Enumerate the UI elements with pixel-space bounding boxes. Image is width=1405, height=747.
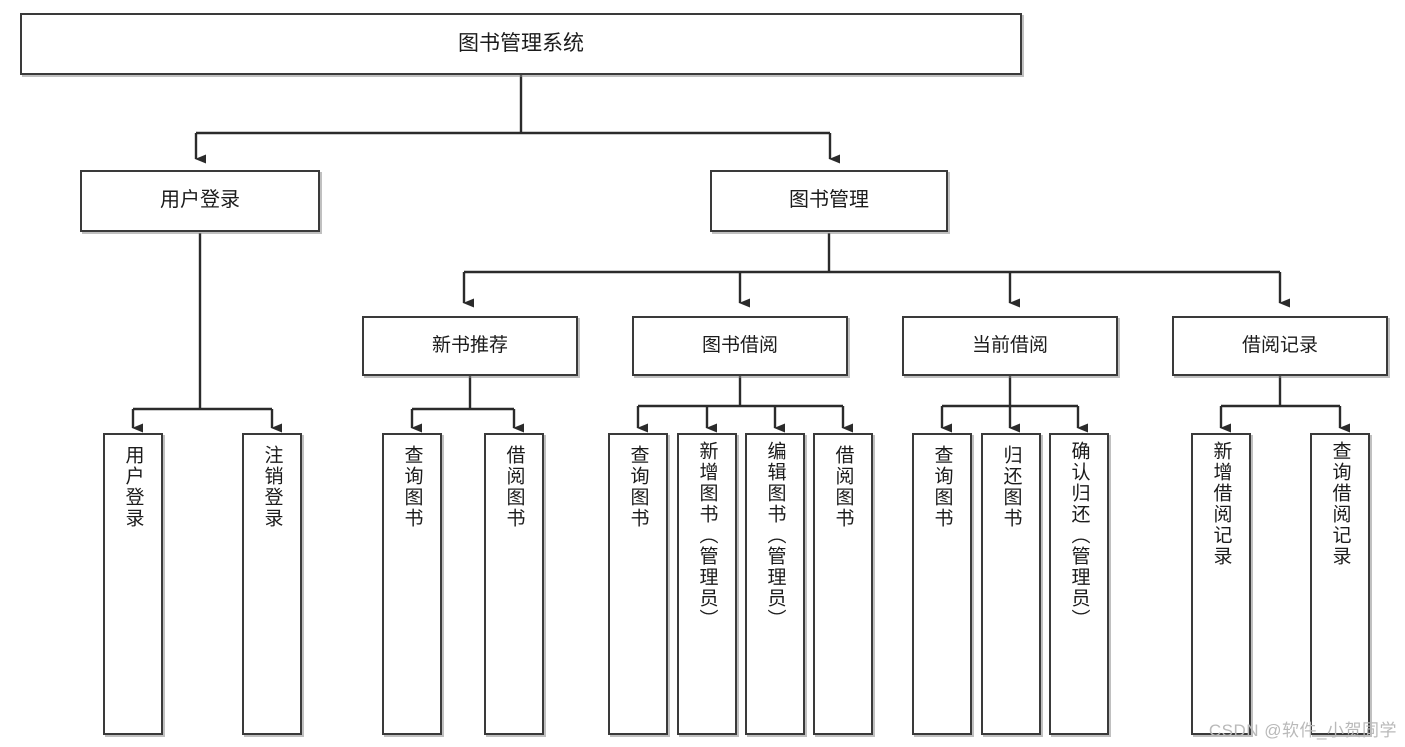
node-book-manage[interactable]: 图书管理 bbox=[710, 170, 948, 232]
leaf-query-book-2[interactable]: 查询图书 bbox=[608, 433, 668, 735]
leaf-return-book-label: 归还图书 bbox=[1000, 445, 1022, 529]
csdn-watermark: CSDN @软件_小贺同学 bbox=[1208, 721, 1397, 740]
node-user-login-label: 用户登录 bbox=[160, 189, 240, 212]
node-current-borrow-label: 当前借阅 bbox=[971, 334, 1048, 356]
leaf-add-book[interactable]: 新增图书（管理员） bbox=[677, 433, 737, 735]
leaf-borrow-book-2[interactable]: 借阅图书 bbox=[813, 433, 873, 735]
leaf-borrow-book-1[interactable]: 借阅图书 bbox=[484, 433, 544, 735]
node-current-borrow[interactable]: 当前借阅 bbox=[902, 316, 1118, 376]
leaf-query-book-1[interactable]: 查询图书 bbox=[382, 433, 442, 735]
leaf-query-record[interactable]: 查询借阅记录 bbox=[1310, 433, 1370, 735]
node-new-book-rec-label: 新书推荐 bbox=[431, 334, 508, 356]
leaf-borrow-book-2-label: 借阅图书 bbox=[832, 445, 854, 529]
leaf-query-record-label: 查询借阅记录 bbox=[1329, 441, 1351, 567]
leaf-logout-label: 注销登录 bbox=[261, 445, 283, 529]
node-user-login[interactable]: 用户登录 bbox=[80, 170, 320, 232]
leaf-borrow-book-1-label: 借阅图书 bbox=[503, 445, 525, 529]
node-book-borrow[interactable]: 图书借阅 bbox=[632, 316, 848, 376]
node-root-label: 图书管理系统 bbox=[458, 31, 584, 55]
node-new-book-rec[interactable]: 新书推荐 bbox=[362, 316, 578, 376]
leaf-edit-book[interactable]: 编辑图书（管理员） bbox=[745, 433, 805, 735]
node-borrow-record-label: 借阅记录 bbox=[1241, 334, 1318, 356]
node-root[interactable]: 图书管理系统 bbox=[20, 13, 1022, 75]
leaf-add-book-label: 新增图书（管理员） bbox=[696, 441, 718, 630]
leaf-add-record[interactable]: 新增借阅记录 bbox=[1191, 433, 1251, 735]
leaf-user-login[interactable]: 用户登录 bbox=[103, 433, 163, 735]
leaf-query-book-2-label: 查询图书 bbox=[627, 445, 649, 529]
node-book-manage-label: 图书管理 bbox=[789, 189, 869, 212]
leaf-add-record-label: 新增借阅记录 bbox=[1210, 441, 1232, 567]
node-borrow-record[interactable]: 借阅记录 bbox=[1172, 316, 1388, 376]
leaf-confirm-return[interactable]: 确认归还（管理员） bbox=[1049, 433, 1109, 735]
leaf-query-book-3[interactable]: 查询图书 bbox=[912, 433, 972, 735]
leaf-return-book[interactable]: 归还图书 bbox=[981, 433, 1041, 735]
node-book-borrow-label: 图书借阅 bbox=[701, 334, 778, 356]
leaf-edit-book-label: 编辑图书（管理员） bbox=[764, 441, 786, 630]
leaf-confirm-return-label: 确认归还（管理员） bbox=[1068, 441, 1090, 630]
leaf-query-book-1-label: 查询图书 bbox=[401, 445, 423, 529]
leaf-logout[interactable]: 注销登录 bbox=[242, 433, 302, 735]
leaf-user-login-label: 用户登录 bbox=[122, 445, 144, 529]
leaf-query-book-3-label: 查询图书 bbox=[931, 445, 953, 529]
